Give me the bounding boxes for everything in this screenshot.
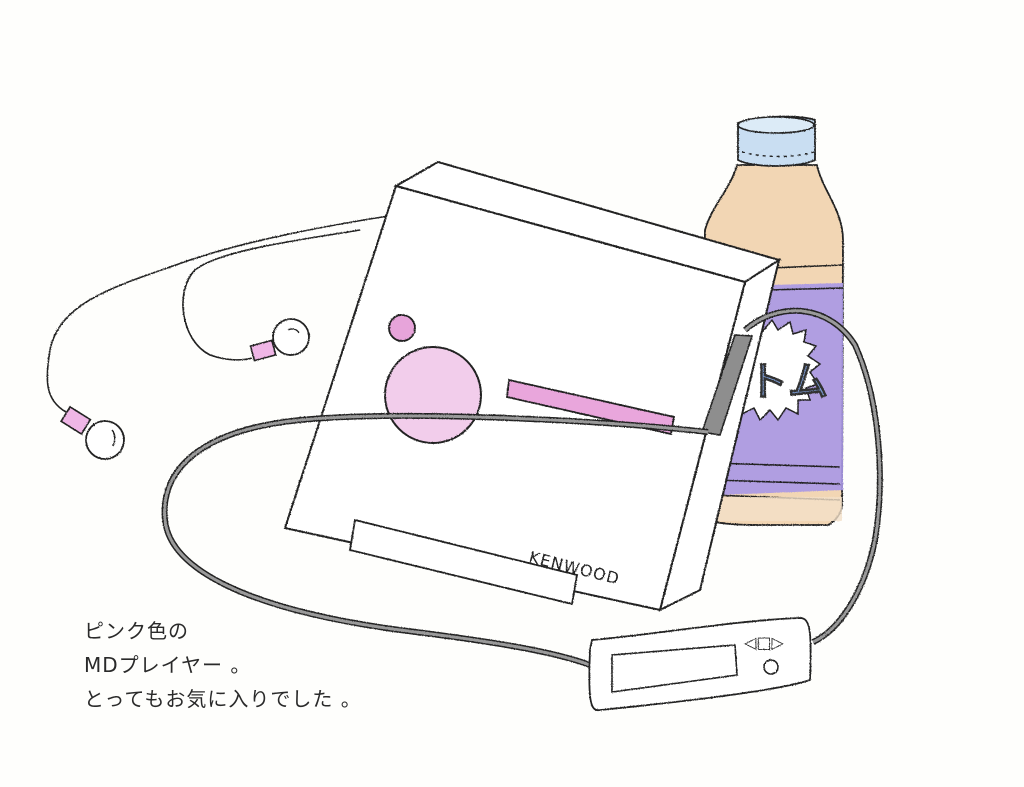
rewind-button-icon: ◁ <box>743 633 757 652</box>
forward-button-icon: ▷ <box>771 633 784 652</box>
remote-buttons: ◁□▷ <box>743 633 784 652</box>
earphone-cord <box>46 214 396 413</box>
earphone-right-icon <box>249 318 310 362</box>
remote-cable <box>161 307 883 668</box>
remote-control: ◁□▷ <box>588 617 812 712</box>
caption-line-2: MDプレイヤー 。 <box>84 653 252 677</box>
headphone-jack <box>700 334 754 436</box>
caption-line-1: ピンク色の <box>84 619 189 643</box>
handwritten-caption: ピンク色の MDプレイヤー 。 とってもお気に入りでした 。 <box>84 614 362 716</box>
stop-button-icon: □ <box>756 633 771 652</box>
play-button-icon <box>763 659 779 675</box>
earphone-left-icon <box>59 405 125 460</box>
bottle-label-text: トム <box>748 359 828 405</box>
caption-line-3: とってもお気に入りでした 。 <box>84 687 362 711</box>
